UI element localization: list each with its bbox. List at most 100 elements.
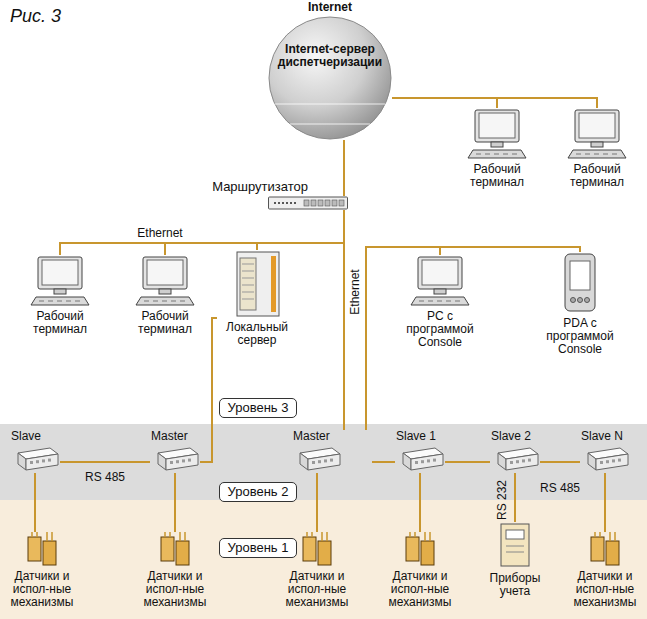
pda-body — [565, 254, 595, 311]
local-server: Локальный сервер — [217, 250, 297, 347]
controller: Master — [292, 430, 372, 473]
ctrl-led — [330, 459, 333, 462]
ctrl-front — [166, 454, 198, 470]
monitor — [475, 110, 519, 142]
sensor-pin — [306, 532, 308, 537]
stand — [54, 289, 66, 294]
sensor-group-icon — [25, 532, 59, 568]
sensor-pin — [36, 532, 38, 537]
screen — [42, 260, 78, 285]
sensor-pin — [599, 532, 601, 537]
meter-case — [501, 524, 529, 566]
key-row — [455, 301, 460, 302]
controller: Slave N — [580, 430, 636, 473]
ctrl-front — [308, 454, 340, 470]
keyboard — [31, 297, 89, 305]
sensor-box — [606, 541, 619, 565]
sensor-group: Датчики и испол-ные механизмы — [382, 532, 458, 609]
pda-screen — [570, 261, 590, 290]
local-server-icon — [229, 250, 285, 318]
wire — [604, 473, 606, 532]
ctrl-led — [30, 461, 33, 464]
pc-console-icon — [410, 255, 470, 307]
level-band — [0, 500, 647, 619]
led — [282, 202, 284, 204]
sensor-group-icon — [158, 532, 192, 568]
node-label: PC с программой Console — [398, 310, 482, 349]
wire — [174, 473, 176, 532]
server-case — [237, 252, 279, 316]
ctrl-side — [18, 453, 26, 470]
key-row — [512, 154, 517, 155]
wire — [392, 98, 597, 108]
router-body — [269, 197, 348, 209]
controller: Slave 1 — [395, 430, 445, 473]
pda-button — [571, 298, 576, 303]
keyboard — [568, 150, 626, 158]
key-row — [162, 301, 167, 302]
sensor-pin — [326, 532, 328, 541]
pc-console: PC с программой Console — [398, 255, 482, 349]
ctrl-led — [42, 459, 45, 462]
level-tag: Уровень 3 — [219, 398, 298, 418]
workstation: Рабочий терминал — [455, 108, 539, 189]
sensor-pin — [424, 532, 426, 541]
workstation: Рабочий терминал — [18, 255, 102, 336]
port — [311, 200, 316, 206]
edge-label: RS 485 — [538, 481, 582, 495]
bay — [242, 278, 254, 279]
node-label: Master — [292, 430, 372, 443]
sensor-pin — [321, 532, 323, 541]
screen — [422, 260, 458, 285]
sensor-box — [421, 541, 434, 565]
sensor-box — [406, 537, 419, 561]
meter-device-icon — [498, 522, 532, 570]
wire — [343, 140, 345, 196]
sensor-pin — [46, 532, 48, 541]
wire — [316, 473, 318, 532]
sensor-box — [591, 537, 604, 561]
sensor-group: Датчики и испол-ные механизмы — [4, 532, 80, 609]
ctrl-led — [48, 459, 51, 462]
workstation-icon — [467, 108, 527, 160]
port — [325, 200, 330, 206]
pda-console-icon — [562, 252, 598, 314]
ctrl-led — [312, 461, 315, 464]
sensor-pin — [179, 532, 181, 541]
wire — [445, 461, 490, 463]
ctrl-side — [403, 453, 411, 470]
controller-icon — [395, 443, 445, 473]
screen — [479, 113, 515, 138]
sensor-pin — [614, 532, 616, 541]
monitor — [575, 110, 619, 142]
ctrl-led — [600, 461, 603, 464]
edge-label: Ethernet — [135, 226, 184, 240]
sensor-pin — [409, 532, 411, 537]
sensor-pin — [311, 532, 313, 537]
key-row — [66, 301, 71, 302]
key-row — [39, 301, 44, 302]
port — [304, 200, 309, 206]
wire — [540, 461, 580, 463]
port — [332, 200, 337, 206]
meter-line — [506, 552, 524, 553]
key-row — [503, 154, 508, 155]
key-row — [428, 301, 433, 302]
wire — [372, 461, 395, 463]
key-row — [446, 301, 451, 302]
ctrl-led — [188, 459, 191, 462]
port — [339, 200, 344, 206]
pda-button — [585, 298, 590, 303]
controller-icon — [490, 443, 540, 473]
node-label: Рабочий терминал — [455, 163, 539, 189]
ctrl-led — [618, 459, 621, 462]
key-row — [585, 154, 590, 155]
node-label: Датчики и испол-ные механизмы — [382, 570, 458, 609]
bay — [242, 299, 254, 300]
level-tag: Уровень 1 — [219, 538, 298, 558]
ctrl-side — [158, 453, 166, 470]
key-row — [576, 154, 581, 155]
sensor-pin — [31, 532, 33, 537]
ctrl-led — [170, 461, 173, 464]
pda-console: PDA с программой Console — [538, 252, 622, 356]
